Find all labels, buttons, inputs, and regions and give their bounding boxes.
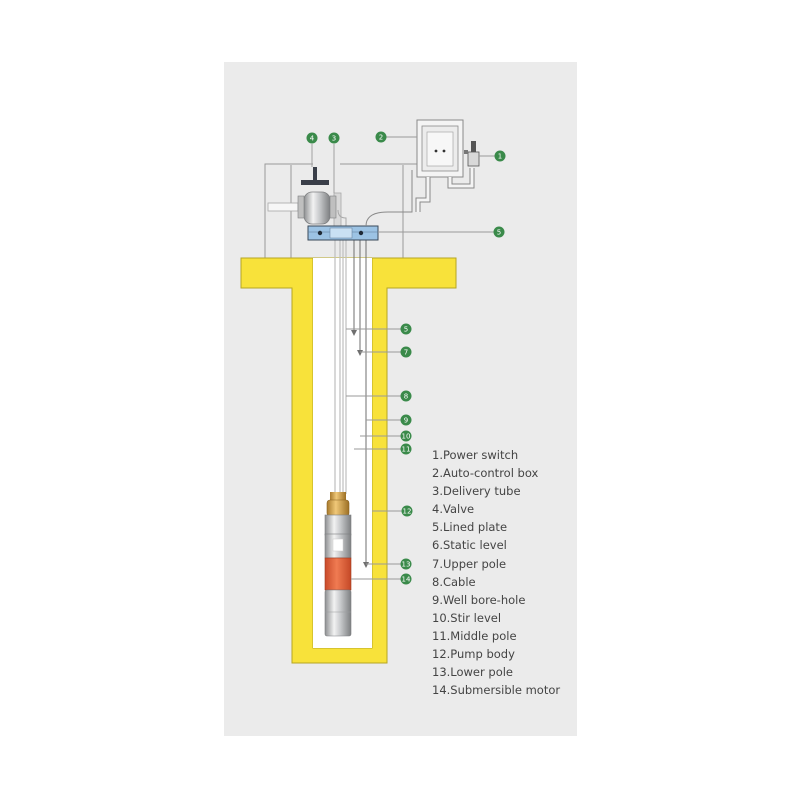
marker-1: 1 [494, 150, 506, 162]
marker-9: 9 [400, 414, 412, 426]
marker-11: 11 [400, 443, 412, 455]
legend-item: 11.Middle pole [432, 628, 517, 643]
legend-item: 7.Upper pole [432, 556, 507, 571]
level-arrows [351, 330, 369, 568]
marker-7: 7 [400, 346, 412, 358]
marker-5-top: 5 [493, 226, 505, 238]
marker-7-label: 7 [404, 349, 408, 357]
marker-5-top-label: 5 [497, 229, 501, 237]
marker-8: 8 [400, 390, 412, 402]
marker-4: 4 [306, 132, 318, 144]
lined-plate [307, 225, 379, 241]
marker-2: 2 [375, 131, 387, 143]
legend-item: 9.Well bore-hole [432, 592, 526, 607]
valve [297, 167, 337, 225]
legend-item: 10.Stir level [432, 610, 502, 625]
leader-lines [311, 136, 496, 580]
marker-4-label: 4 [310, 135, 315, 143]
legend-item: 1.Power switch [432, 448, 519, 462]
parts-legend: 1.Power switch 2.Auto-control box 3.Deli… [432, 446, 560, 699]
legend-item: 13.Lower pole [432, 665, 513, 680]
marker-3: 3 [328, 132, 340, 144]
auto-control-box [415, 119, 475, 212]
marker-2-label: 2 [379, 134, 383, 142]
legend-item: 12.Pump body [432, 647, 515, 662]
marker-5-mid-label: 5 [404, 326, 408, 334]
marker-11-label: 11 [402, 446, 411, 454]
legend-item: 3.Delivery tube [432, 484, 521, 499]
diagram-panel [224, 62, 577, 736]
marker-14-label: 14 [402, 576, 411, 584]
marker-5-mid: 5 [400, 323, 412, 335]
marker-10: 10 [400, 430, 412, 442]
marker-14: 14 [400, 573, 412, 585]
cable-to-box [365, 170, 413, 227]
marker-9-label: 9 [404, 417, 408, 425]
legend-item: 4.Valve [432, 502, 475, 517]
marker-3-label: 3 [332, 135, 336, 143]
legend-item: 5.Lined plate [432, 520, 508, 535]
riser-pipes [334, 240, 347, 494]
marker-1-label: 1 [498, 153, 502, 161]
submersible-pump [324, 492, 352, 637]
level-poles [353, 240, 367, 565]
legend-item: 14.Submersible motor [432, 683, 561, 698]
legend-item: 6.Static level [432, 538, 507, 553]
marker-13: 13 [400, 558, 412, 570]
legend-item: 8.Cable [432, 574, 476, 589]
marker-10-label: 10 [402, 433, 411, 441]
marker-8-label: 8 [404, 393, 408, 401]
legend-item: 2.Auto-control box [432, 466, 539, 481]
marker-13-label: 13 [402, 561, 411, 569]
marker-12: 12 [401, 505, 413, 517]
power-switch [464, 141, 480, 167]
marker-12-label: 12 [403, 508, 412, 516]
